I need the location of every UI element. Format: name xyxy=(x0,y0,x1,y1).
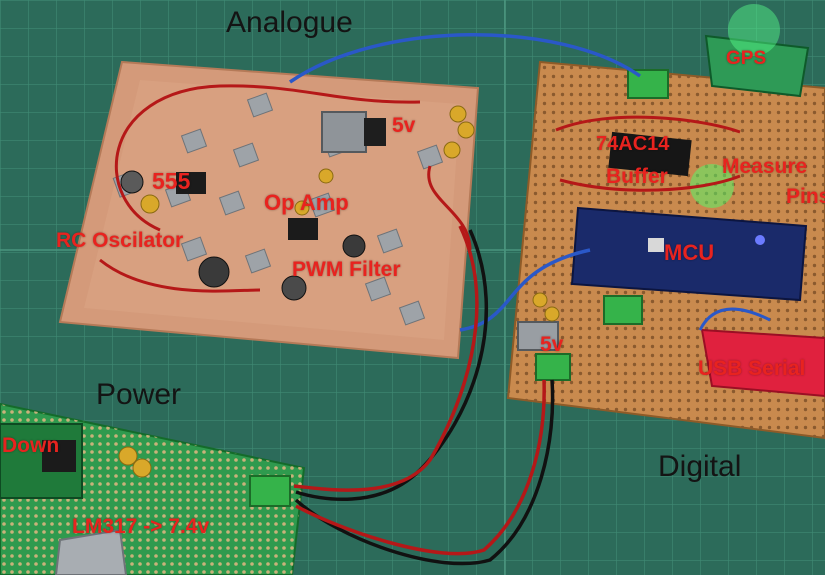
measure-led-glow xyxy=(690,164,734,208)
power-terminal-block xyxy=(249,475,291,507)
solder-pad xyxy=(376,228,404,254)
blue-wire xyxy=(698,307,771,331)
electrolytic-capacitor xyxy=(198,256,230,288)
chip-555 xyxy=(176,172,206,194)
terminal-block xyxy=(627,69,669,99)
label-555: 555 xyxy=(152,168,191,194)
ceramic-capacitor xyxy=(544,306,560,322)
label-pwm-filter: PWM Filter xyxy=(292,258,401,281)
buffer-chip xyxy=(608,131,692,177)
ceramic-capacitor xyxy=(443,141,461,159)
label-lm317: LM317 -> 7.4v xyxy=(72,515,210,538)
solder-pad xyxy=(180,128,208,154)
solder-pad xyxy=(416,144,444,170)
gps-green-led-glow xyxy=(728,4,780,56)
red-wire xyxy=(99,258,261,293)
ceramic-capacitor xyxy=(140,194,160,214)
red-wire xyxy=(555,115,741,134)
electrolytic-capacitor xyxy=(342,234,366,258)
red-wire xyxy=(293,225,479,492)
label-usb-serial: USB Serial xyxy=(698,357,806,380)
black-wire xyxy=(294,379,555,566)
ceramic-capacitor xyxy=(457,121,475,139)
label-measure: Measure xyxy=(722,155,808,178)
electrolytic-capacitors xyxy=(120,170,366,301)
digital-capacitors xyxy=(532,292,560,322)
solder-pad xyxy=(398,300,426,326)
solder-pad xyxy=(232,142,260,168)
label-rc-oscillator: RC Oscilator xyxy=(56,229,184,252)
mcu-led xyxy=(755,235,765,245)
electrolytic-capacitor xyxy=(120,170,144,194)
mcu-board xyxy=(570,206,808,302)
blue-wire xyxy=(459,248,591,332)
lm317-heatsink xyxy=(54,528,128,575)
solder-pad xyxy=(246,92,274,118)
terminal-block xyxy=(603,295,643,325)
section-heading-analogue: Analogue xyxy=(226,6,353,39)
solder-pad xyxy=(308,192,336,218)
label-mcu: MCU xyxy=(664,240,715,265)
solder-pad xyxy=(364,276,392,302)
label-step-down: Down xyxy=(2,434,60,457)
section-heading-power: Power xyxy=(96,378,182,411)
solder-pad xyxy=(218,190,246,216)
solder-pad xyxy=(180,236,208,262)
label-74ac14: 74AC14 xyxy=(596,133,670,155)
label-op-amp: Op Amp xyxy=(264,190,349,215)
digital-regulator xyxy=(517,321,559,351)
ceramic-capacitor xyxy=(294,200,310,216)
red-wire xyxy=(114,84,421,232)
chip-op-amp xyxy=(288,218,318,240)
section-heading-digital: Digital xyxy=(658,450,742,483)
mcu-reset-button xyxy=(648,238,664,252)
step-down-inductor xyxy=(42,440,76,472)
red-wire xyxy=(427,165,472,251)
ceramic-capacitors xyxy=(140,105,475,216)
red-wire xyxy=(295,379,546,556)
label-5v-analogue: 5v xyxy=(392,114,416,137)
ceramic-capacitor xyxy=(132,458,152,478)
analogue-regulator-body xyxy=(364,118,386,146)
ceramic-capacitor xyxy=(118,446,138,466)
solder-pad xyxy=(244,248,272,274)
label-5v-digital: 5v xyxy=(540,333,564,356)
ceramic-capacitor xyxy=(318,168,334,184)
label-pins: Pins xyxy=(786,185,825,208)
ceramic-capacitor xyxy=(532,292,548,308)
power-capacitors xyxy=(118,446,152,478)
terminal-block xyxy=(535,353,571,381)
analogue-regulator xyxy=(321,111,367,153)
ceramic-capacitor xyxy=(449,105,467,123)
label-gps: GPS xyxy=(726,48,767,69)
electrolytic-capacitor xyxy=(281,275,307,301)
blue-wire xyxy=(289,33,642,84)
red-wire xyxy=(559,174,741,192)
gps-module xyxy=(704,34,810,98)
usb-serial-board xyxy=(700,328,825,398)
label-buffer: Buffer xyxy=(606,165,668,188)
